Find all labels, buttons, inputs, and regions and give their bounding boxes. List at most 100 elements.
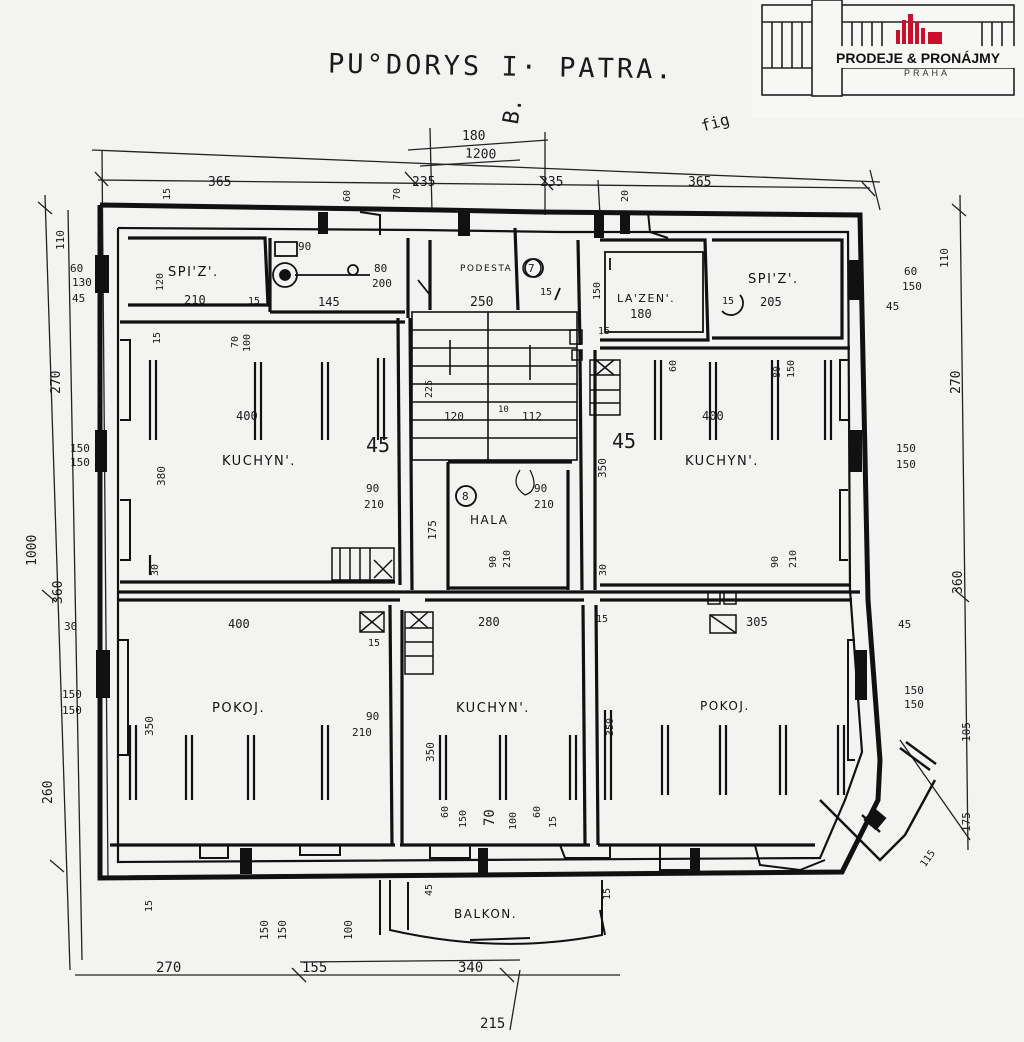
dim-right-150d: 150 [904,698,924,711]
dim-top-60: 60 [342,190,353,202]
dim-kl-100: 100 [242,334,253,352]
dim-right-360: 360 [951,571,966,594]
dim-right-150b: 150 [896,458,916,471]
dim-wc-80: 80 [374,262,387,275]
dim-bot-45: 45 [424,884,435,896]
dim-top-365-right: 365 [688,175,711,190]
dim-left-130: 130 [72,276,92,289]
dim-spizr-15: 15 [722,296,734,307]
dim-left-360: 360 [51,581,66,604]
dim-lazen-150: 150 [592,282,603,300]
dim-pl-90: 90 [366,710,379,723]
room-markers: 7 8 [455,258,542,507]
dim-kr-350: 350 [596,458,609,478]
dim-pl-350: 350 [143,716,156,736]
dim-kl-70: 70 [230,336,241,348]
dim-right-45b: 45 [898,618,911,631]
room-labels: SPI'Z'. PODESTA LA'ZEN'. SPI'Z'. KUCHYN'… [168,264,797,921]
dim-kb-60b: 60 [532,806,543,818]
dim-left-260: 260 [41,781,56,804]
dim-right-60: 60 [904,265,917,278]
dim-hala-175: 175 [426,520,439,540]
dim-left-1000: 1000 [25,535,40,566]
dim-lazen-15: 15 [598,326,610,337]
dim-door-90b: 90 [534,482,547,495]
interior-walls [110,227,860,847]
dim-left-150c: 150 [62,688,82,701]
dim-top-235-left: 235 [412,175,435,190]
dim-wc-145: 145 [318,295,340,309]
dim-right-270: 270 [949,371,964,394]
dim-bot-270: 270 [156,960,181,976]
small-stairs [331,329,737,675]
dim-kb-150: 150 [458,810,469,828]
dim-bot-100: 100 [342,920,355,940]
dim-spizr-205: 205 [760,295,782,309]
dimension-lines [37,127,971,1031]
dim-kl-30: 30 [150,564,161,576]
staircase [411,311,578,496]
dim-pr-305: 305 [746,615,768,629]
dim-left-150a: 150 [70,442,90,455]
dim-spiz-15: 15 [248,296,260,307]
dim-lazen-180: 180 [630,307,652,321]
dim-door-210a: 210 [364,498,384,511]
room-hala: HALA [470,513,508,527]
dim-kr-80: 80 [772,366,783,378]
room-spiz-left: SPI'Z'. [168,265,219,280]
dim-top-180: 180 [462,129,485,144]
dim-kl-45: 45 [366,433,390,457]
dim-top-365-left: 365 [208,175,231,190]
dim-bot-15a: 15 [144,900,155,912]
dim-right-175: 175 [960,812,973,832]
dim-door-210b: 210 [534,498,554,511]
dim-kr-30: 30 [598,564,609,576]
room-balkon: BALKON. [454,907,517,921]
dim-stair-15: 15 [540,287,552,298]
dim-left-150b: 150 [70,456,90,469]
dim-kb-280: 280 [478,615,500,629]
dim-kb-70: 70 [482,809,498,826]
dim-right-150a: 150 [896,442,916,455]
dim-left-45: 45 [72,292,85,305]
dim-spiz-120: 120 [155,273,166,291]
room-kuchyn-bottom: KUCHYN'. [456,701,530,716]
dim-hala-90: 90 [488,556,499,568]
dim-kl-400: 400 [236,409,258,423]
dim-pr-350: 350 [605,718,616,736]
dim-kb-15: 15 [548,816,559,828]
dim-kr-90: 90 [770,556,781,568]
dim-bot-150b: 150 [276,920,289,940]
window-bars [128,358,846,800]
dim-kr-400: 400 [702,409,724,423]
marker-8: 8 [462,490,469,503]
dim-left-110: 110 [54,230,67,250]
dim-hala-210: 210 [502,550,513,568]
dim-stair-225: 225 [424,380,435,398]
exterior-walls [97,202,883,881]
dim-kr-45: 45 [612,429,636,453]
dim-stair-120: 120 [444,410,464,423]
dim-kb-100: 100 [508,812,519,830]
dim-kr-60: 60 [668,360,679,372]
balcony-outline [379,880,606,945]
dim-wc-200: 200 [372,277,392,290]
wall-piers [95,210,867,874]
dim-top-1200: 1200 [465,146,497,162]
marker-7: 7 [528,262,535,275]
dim-pl-15: 15 [368,638,380,649]
dim-stair-112: 112 [522,410,542,423]
dim-pl-210: 210 [352,726,372,739]
dim-kr-210: 210 [788,550,799,568]
dim-stair-250: 250 [470,295,493,310]
dim-pl-400: 400 [228,617,250,631]
corner-bay [819,741,937,862]
dim-right-45: 45 [886,300,899,313]
dim-spiz-210: 210 [184,293,206,307]
dim-right-110: 110 [938,248,951,268]
dim-right-105: 105 [960,722,973,742]
dim-kb-350: 350 [424,742,437,762]
dim-kl-380: 380 [155,466,168,486]
dim-right-150: 150 [902,280,922,293]
